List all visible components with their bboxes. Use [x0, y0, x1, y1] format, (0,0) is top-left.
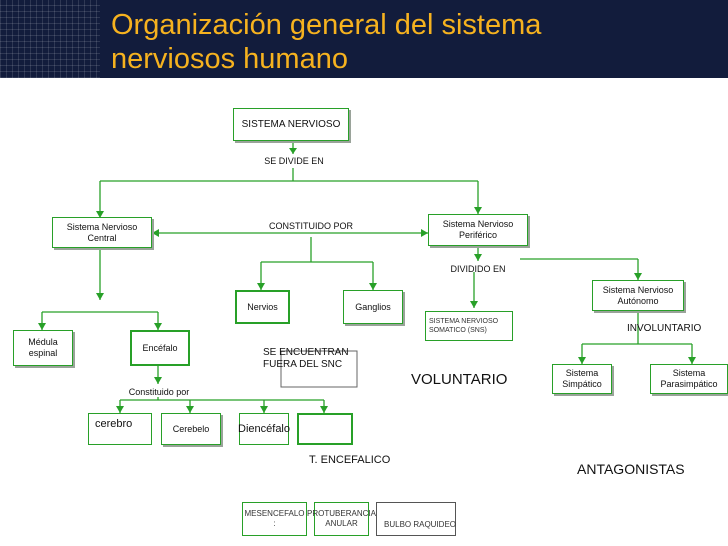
- nervios-box: Nervios: [235, 290, 290, 324]
- page-title: Organización general del sistema nervios…: [111, 9, 542, 75]
- diencefalo-box: Diencéfalo: [238, 413, 290, 445]
- t-encefalico-box: [297, 413, 353, 445]
- sn-somatico-box: SISTEMA NERVIOSO SOMATICO (SNS): [425, 311, 513, 341]
- title-banner: Organización general del sistema nervios…: [0, 0, 728, 78]
- simpatico-box: Sistema Simpático: [552, 364, 612, 394]
- snp-box: Sistema Nervioso Periférico: [428, 214, 528, 246]
- involuntario-text: INVOLUNTARIO: [627, 323, 702, 334]
- bulbo-label: BULBO RAQUIDEO: [384, 520, 457, 529]
- mesencefalo-box: MESENCEFALO :: [242, 502, 307, 536]
- encefalo-box: Encéfalo: [130, 330, 190, 366]
- cerebelo-box: Cerebelo: [161, 413, 221, 445]
- antagonistas-text: ANTAGONISTAS: [577, 461, 685, 477]
- constituido-por-label: CONSTITUIDO POR: [268, 221, 353, 231]
- medula-espinal-box: Médula espinal: [13, 330, 73, 366]
- snc-box: Sistema Nervioso Central: [52, 217, 152, 248]
- voluntario-text: VOLUNTARIO: [411, 371, 508, 388]
- protuberancia-box: PROTUBERANCIA ANULAR: [307, 502, 376, 536]
- t-encefalico-text: T. ENCEFALICO: [309, 454, 391, 466]
- dividido-en-label: DIVIDIDO EN: [450, 264, 506, 274]
- sistema-nervioso-box: SISTEMA NERVIOSO: [233, 108, 349, 141]
- banner-grid-pattern: [0, 0, 100, 78]
- parasimpatico-box: Sistema Parasimpático: [650, 364, 728, 394]
- se-encuentran-text: SE ENCUENTRAN FUERA DEL SNC: [263, 347, 349, 370]
- ganglios-box: Ganglios: [343, 290, 403, 324]
- cerebro-box: cerebro: [88, 413, 152, 445]
- se-divide-en-label: SE DIVIDE EN: [264, 156, 324, 166]
- sn-autonomo-box: Sistema Nervioso Autónomo: [592, 280, 684, 311]
- bulbo-box: [376, 502, 456, 536]
- constituido-por-2-label: Constituido por: [128, 387, 190, 397]
